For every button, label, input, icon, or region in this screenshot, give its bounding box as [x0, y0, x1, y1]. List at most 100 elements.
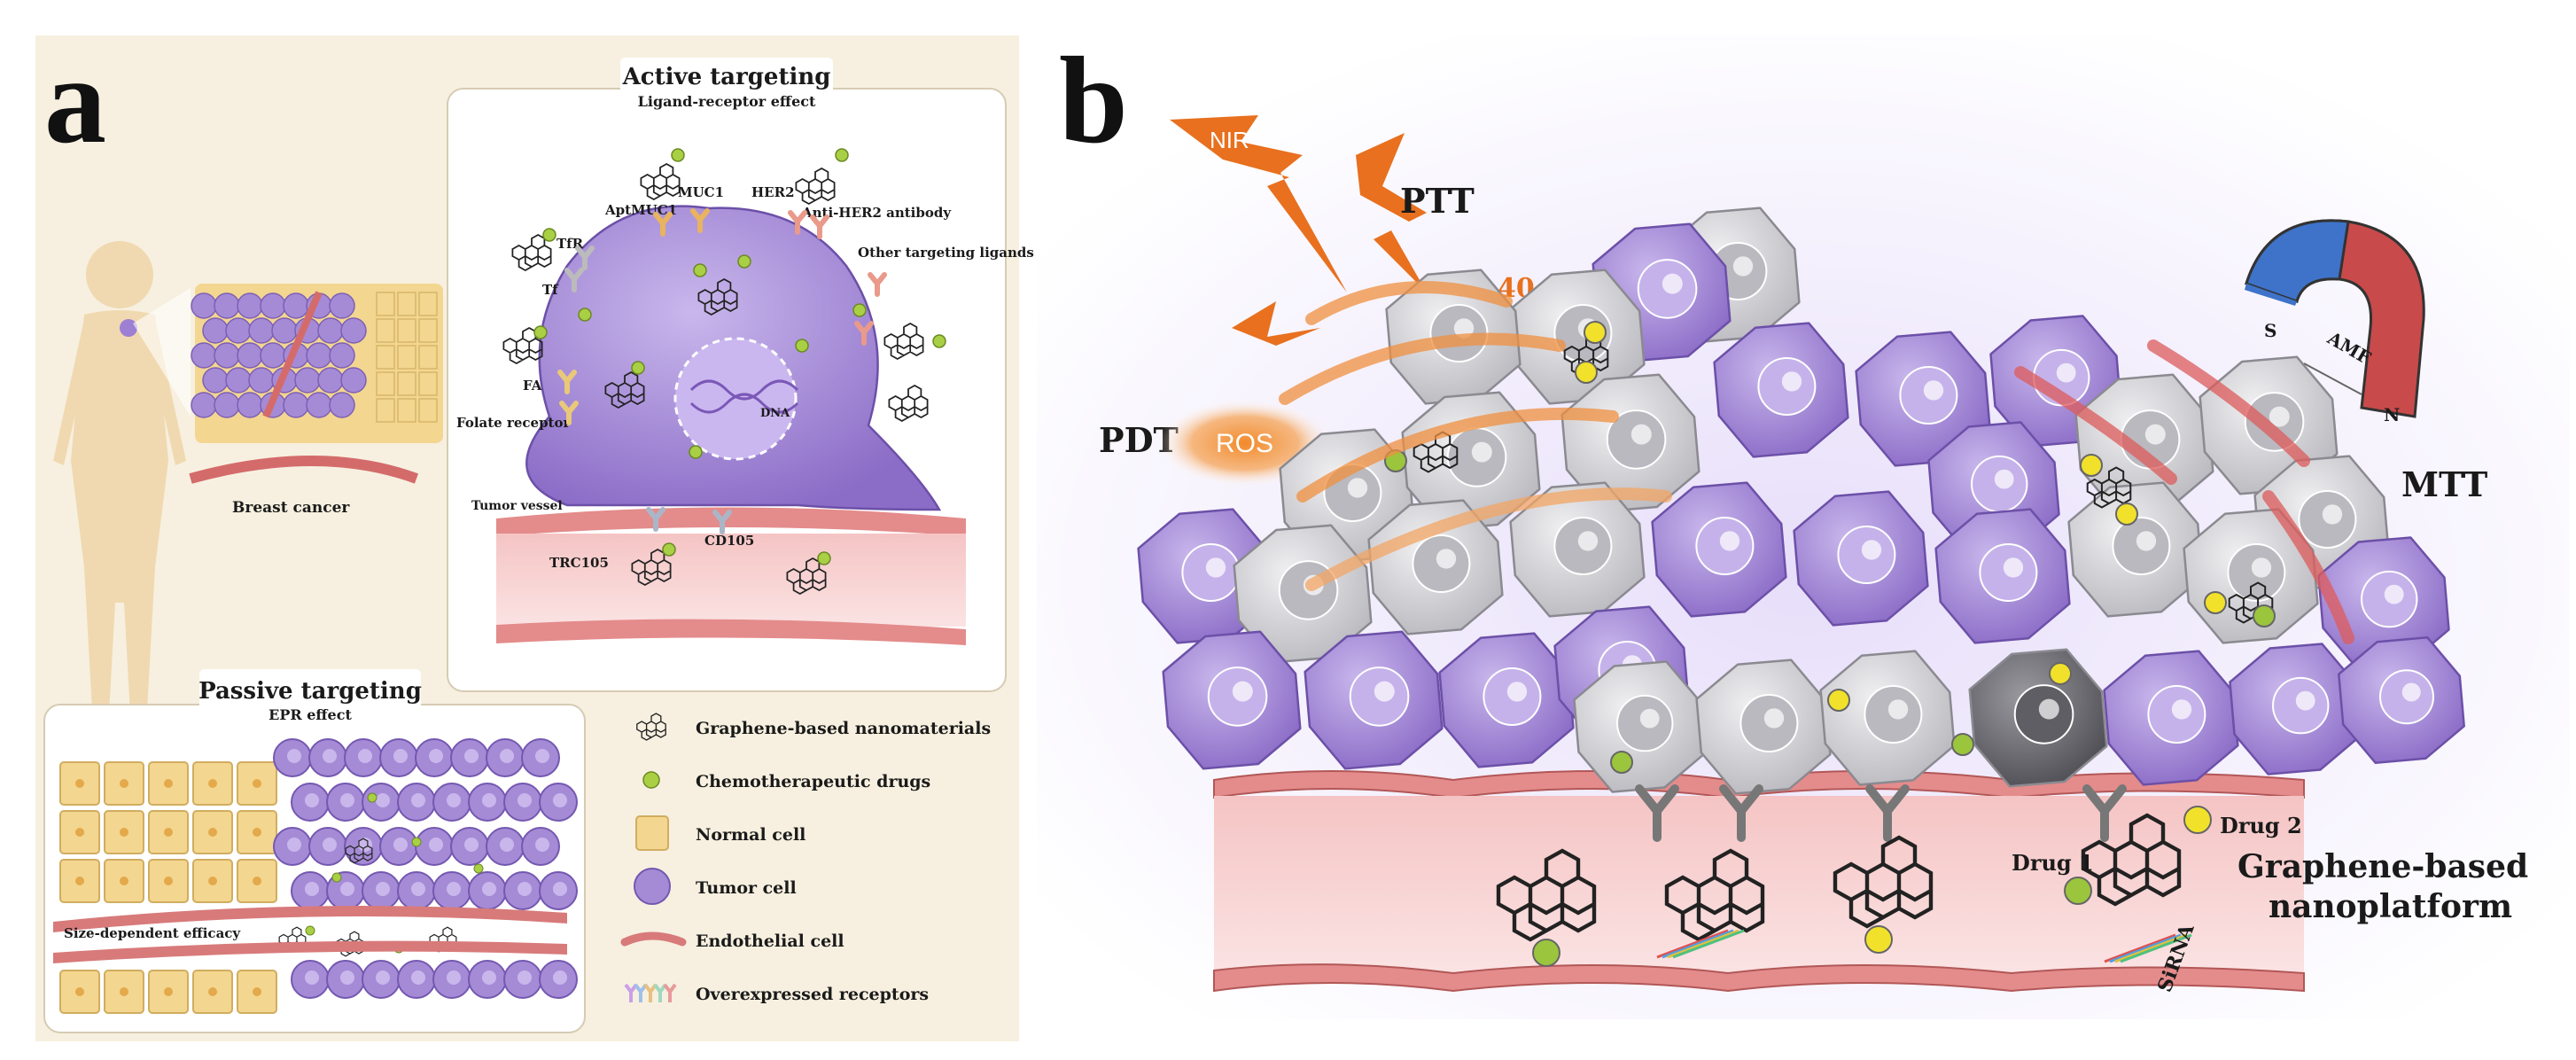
tumor-cell-nucleus — [340, 882, 354, 896]
normal-cell-nucleus — [164, 987, 173, 996]
tumor-cell — [1819, 650, 1956, 786]
normal-cell-nucleus — [253, 779, 261, 788]
tumor-cell-nucleus — [429, 749, 443, 763]
drug-dot — [693, 263, 707, 277]
nucleolus — [1781, 371, 1802, 392]
tumor-cell-nucleus — [305, 882, 319, 896]
legend-label: Overexpressed receptors — [696, 985, 929, 1004]
tumor-cell-small — [214, 392, 240, 418]
tumor-cell-nucleus — [518, 970, 532, 985]
tumor-cell — [2229, 643, 2362, 776]
tumor-cell-nucleus — [376, 793, 390, 807]
drug1-label: Drug 1 — [2012, 850, 2094, 876]
drug-dot — [1575, 361, 1598, 384]
legend-label: Chemotherapeutic drugs — [696, 772, 930, 791]
panel-a-letter: a — [44, 32, 106, 169]
tumor-cell-small — [248, 317, 275, 344]
tumor-cell-small — [260, 342, 286, 369]
sirna-strand — [2109, 933, 2182, 963]
drug-dot — [2115, 503, 2138, 526]
nucleolus — [1577, 531, 1599, 551]
tumor-cell-nucleus — [518, 793, 532, 807]
tumor-cell-small — [340, 317, 367, 344]
sirna-strand — [2104, 933, 2176, 963]
drug-dot — [817, 551, 831, 565]
tumor-cell-nucleus — [376, 882, 390, 896]
tumor-site-marker — [120, 319, 137, 337]
active-targeting-title: Active targeting — [622, 64, 831, 90]
nucleolus — [1639, 708, 1660, 729]
drug-dot — [2204, 591, 2227, 614]
legend: Graphene-based nanomaterialsChemotherape… — [620, 713, 991, 1004]
drug-dot — [1827, 689, 1850, 712]
receptor-icon — [643, 983, 658, 1002]
receptor-icon — [653, 212, 673, 237]
drug-dot — [2183, 806, 2212, 834]
normal-cell-nucleus — [253, 987, 261, 996]
tumor-cell — [1651, 481, 1787, 618]
nucleolus — [2322, 504, 2343, 525]
tumor-cell-nucleus — [340, 970, 354, 985]
tumor-cell — [1573, 660, 1706, 793]
receptor-icon — [2082, 784, 2127, 842]
tumor-cell-small — [237, 392, 263, 418]
receptor-icon — [854, 321, 874, 346]
normal-cell-nucleus — [164, 877, 173, 885]
tumor-cell-small — [237, 342, 263, 369]
legend-item: Tumor cell — [634, 868, 797, 905]
receptor-icon — [557, 370, 577, 394]
tumor-cell-small — [317, 317, 344, 344]
tumor-cell-nucleus — [500, 749, 514, 763]
normal-cell-nucleus — [75, 877, 84, 885]
receptor-icon — [810, 214, 829, 239]
normal-cell-small — [418, 318, 438, 343]
normal-cell-nucleus — [75, 828, 84, 837]
tumor-cell-nucleus — [535, 838, 549, 852]
nucleolus — [1763, 708, 1785, 729]
tumor-cell-nucleus — [500, 838, 514, 852]
label-fa: FA — [523, 378, 542, 394]
tumor-cell — [2338, 636, 2465, 764]
nucleolus — [1374, 681, 1395, 702]
nucleolus — [1347, 478, 1368, 498]
tumor-cell-small — [340, 367, 367, 394]
magnet-s-label: S — [2264, 320, 2276, 341]
breast-cancer-label: Breast cancer — [232, 499, 350, 517]
tumor-cell-nucleus — [447, 793, 461, 807]
tumor-cell-nucleus — [553, 882, 567, 896]
nucleolus — [1994, 469, 2014, 489]
tumor-cell-nucleus — [482, 970, 496, 985]
sirna-strand — [1667, 929, 1739, 959]
tumor-cell-small — [283, 392, 309, 418]
tumor-cell — [1695, 659, 1832, 795]
tumor-cell-nucleus — [464, 749, 479, 763]
tumor-cell — [2103, 650, 2239, 786]
receptor-icon — [564, 268, 584, 292]
drug-dot — [1532, 939, 1560, 967]
receptor-icon — [1719, 784, 1763, 842]
passive-targeting-title: Passive targeting — [198, 678, 422, 705]
nir-label: NIR — [1210, 127, 1249, 153]
magnet-icon — [2245, 219, 2425, 418]
normal-cell-small — [376, 371, 395, 396]
nucleolus — [2269, 406, 2290, 427]
mtt-label: MTT — [2401, 464, 2487, 504]
normal-cell-small — [418, 292, 438, 316]
sirna-strand — [1672, 929, 1745, 959]
receptor-icon — [788, 210, 807, 235]
normal-cell-small — [397, 371, 416, 396]
receptor-icon — [634, 983, 648, 1002]
magnet-n-label: N — [2384, 404, 2400, 425]
tumor-cell-small — [248, 367, 275, 394]
tumor-cell-nucleus — [482, 793, 496, 807]
tumor-cell-small — [329, 392, 355, 418]
tumor-cell-small — [329, 292, 355, 319]
normal-cell-small — [418, 398, 438, 423]
legend-label: Normal cell — [696, 825, 805, 845]
tumor-cell-small — [202, 367, 229, 394]
label-cd105: CD105 — [704, 533, 754, 549]
drug-dot — [1951, 733, 1974, 756]
sirna-strand — [1662, 929, 1734, 959]
drug-dot — [737, 254, 751, 269]
